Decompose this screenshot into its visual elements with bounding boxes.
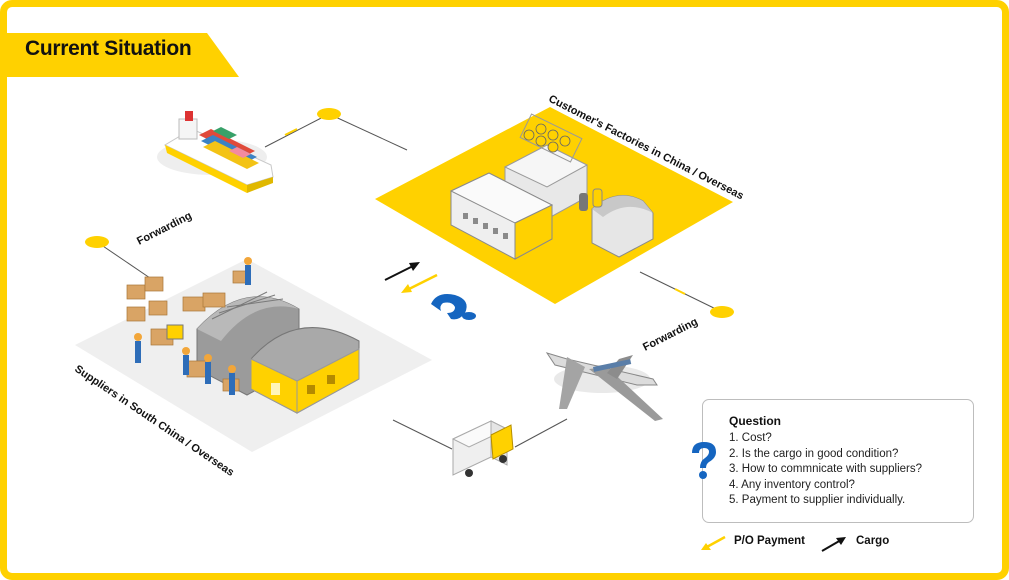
node-dot bbox=[85, 236, 109, 248]
legend-cargo: Cargo bbox=[856, 535, 890, 547]
cargo-arrow-icon bbox=[821, 537, 846, 552]
airplane-icon bbox=[545, 352, 663, 421]
node-dot bbox=[317, 108, 341, 120]
list-item: 5. Payment to supplier individually. bbox=[729, 494, 906, 506]
ship-icon bbox=[157, 111, 274, 193]
legend-payment: P/O Payment bbox=[734, 535, 805, 547]
page-title: Current Situation bbox=[25, 37, 192, 60]
question-list: 1. Cost? 2. Is the cargo in good conditi… bbox=[729, 431, 922, 509]
question-mark-icon bbox=[431, 294, 476, 320]
title-banner bbox=[7, 33, 239, 77]
question-mark-icon bbox=[692, 442, 716, 479]
warehouse-icon bbox=[75, 257, 432, 452]
list-item: 4. Any inventory control? bbox=[729, 478, 855, 491]
list-item: 1. Cost? bbox=[729, 432, 772, 444]
factory-icon bbox=[375, 107, 733, 304]
scene-illustration bbox=[75, 107, 734, 477]
flow-arrows bbox=[384, 262, 438, 293]
question-box: Question 1. Cost? 2. Is the cargo in goo… bbox=[692, 399, 974, 523]
question-heading: Question bbox=[729, 414, 782, 428]
list-item: 2. Is the cargo in good condition? bbox=[729, 447, 899, 460]
payment-arrow-icon bbox=[701, 535, 726, 550]
node-dot bbox=[710, 306, 734, 318]
list-item: 3. How to commnicate with suppliers? bbox=[729, 463, 923, 475]
truck-icon bbox=[451, 420, 514, 477]
